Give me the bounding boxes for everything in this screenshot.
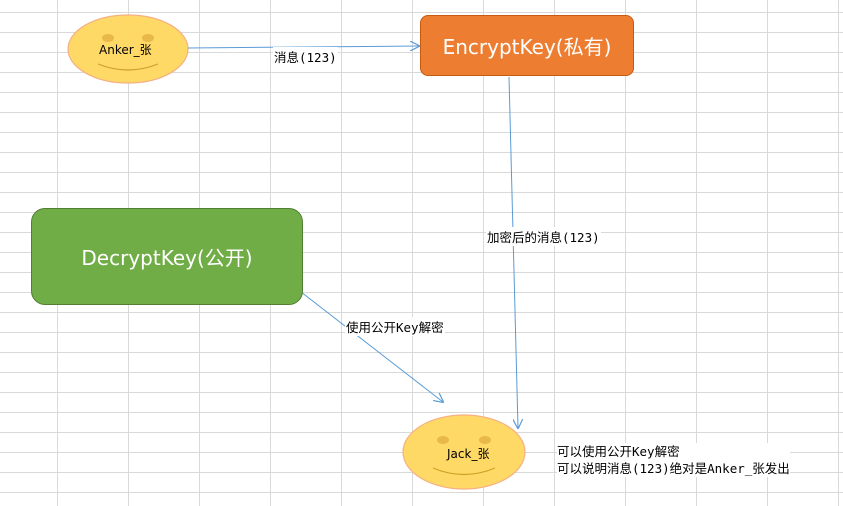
sender-smiley-icon [67,14,189,84]
conclusion-note-line-1: 可以使用公开Key解密 [557,444,680,459]
decrypt-key-box: DecryptKey(公开) [31,208,303,305]
message-edge-label: 消息(123) [273,47,338,66]
conclusion-note: 可以使用公开Key解密 可以说明消息(123)绝对是Anker_张发出 [557,443,790,477]
encrypted-message-arrow [508,76,518,428]
receiver-smiley-icon [402,414,526,490]
decrypt-key-label: DecryptKey(公开) [81,246,253,270]
encrypt-key-box: EncryptKey(私有) [420,15,634,76]
encrypt-key-label: EncryptKey(私有) [442,35,612,59]
conclusion-note-line-2: 可以说明消息(123)绝对是Anker_张发出 [557,461,790,476]
sender-label: Anker_张 [99,43,152,57]
decrypt-arrow [282,277,443,402]
receiver-label: Jack_张 [447,447,490,461]
encrypted-message-edge-label: 加密后的消息(123) [486,227,601,246]
decrypt-edge-label: 使用公开Key解密 [345,317,445,336]
